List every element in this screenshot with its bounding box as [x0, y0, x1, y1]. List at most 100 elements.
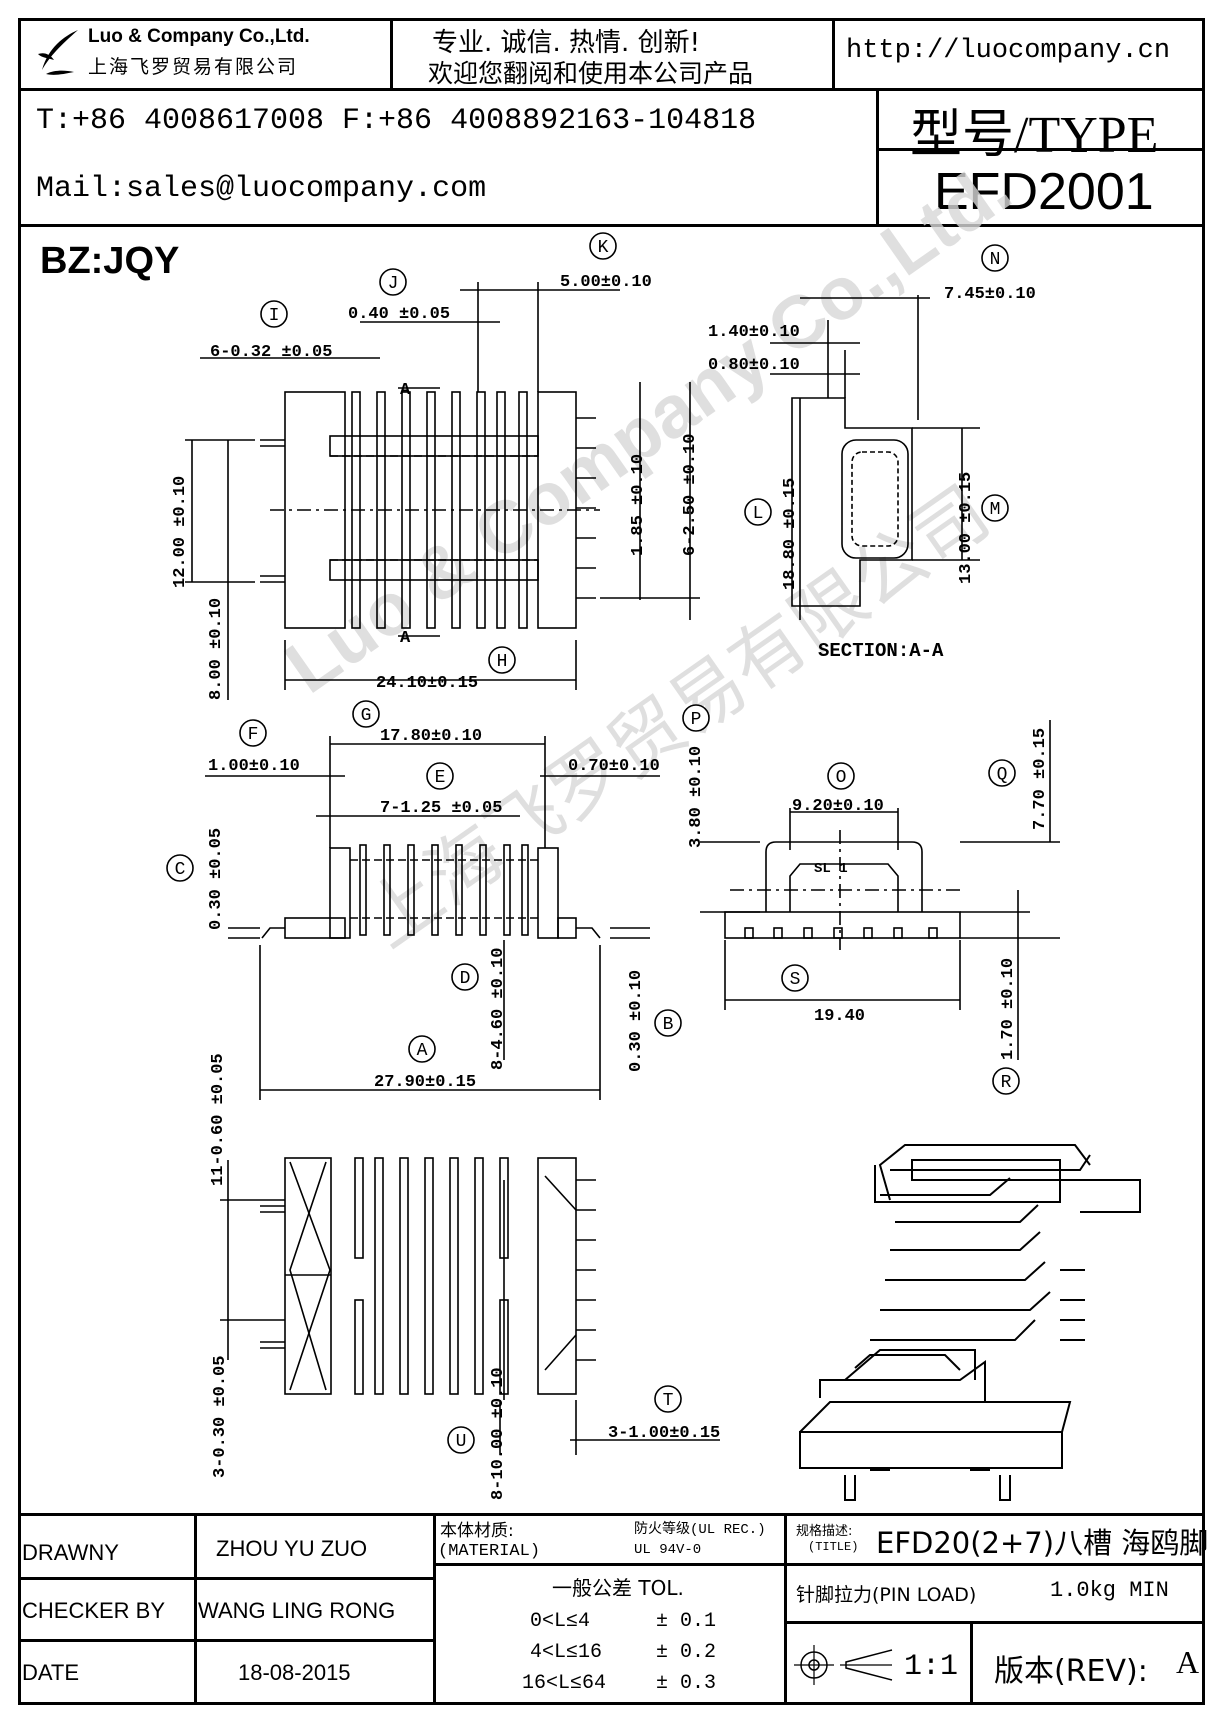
svg-text:A: A	[417, 1041, 428, 1061]
type-label: 型号/TYPE	[910, 107, 1159, 164]
pin-load-label: 针脚拉力(PIN LOAD)	[796, 1584, 977, 1606]
tol-value-3: ± 0.3	[656, 1672, 717, 1695]
balloon-F	[239, 719, 267, 747]
dim-A: 27.90±0.15	[374, 1073, 476, 1092]
dim-J: 0.40 ±0.05	[348, 305, 450, 324]
balloon-P	[682, 704, 710, 732]
balloon-B	[654, 1009, 682, 1037]
balloon-L	[744, 498, 772, 526]
svg-text:L: L	[753, 504, 764, 524]
dim-U: 8-10.00 ±0.10	[489, 1367, 508, 1500]
dim-n2: 0.80±0.10	[708, 356, 800, 375]
svg-text:B: B	[663, 1015, 674, 1035]
projection-symbol-icon	[794, 1645, 893, 1685]
balloon-U	[447, 1426, 475, 1454]
company-name-en: Luo & Company Co.,Ltd.	[88, 26, 310, 47]
svg-text:Q: Q	[997, 765, 1008, 785]
svg-text:U: U	[456, 1432, 467, 1452]
slogan-line-1: 专业. 诚信. 热情. 创新!	[432, 28, 701, 58]
dim-M: 13.00 ±0.15	[957, 472, 976, 584]
dim-T: 3-1.00±0.15	[608, 1424, 720, 1443]
dimension-labels: 6-0.32 ±0.05 0.40 ±0.05 5.00±0.10 7.45±0…	[171, 273, 1050, 1500]
type-value: EFD2001	[934, 163, 1154, 221]
balloon-S	[781, 964, 809, 992]
drawing-frame	[18, 18, 1205, 1705]
dim-G: 17.80±0.10	[380, 727, 482, 746]
svg-text:T: T	[663, 1391, 674, 1411]
svg-text:K: K	[598, 238, 609, 258]
balloons	[166, 232, 1020, 1454]
dim-O: 9.20±0.10	[792, 797, 884, 816]
svg-text:F: F	[248, 725, 259, 745]
title-label-en: (TITLE)	[808, 1540, 859, 1554]
front-view	[205, 736, 660, 1100]
company-name-cn: 上海飞罗贸易有限公司	[88, 56, 299, 78]
dim-g2: 0.70±0.10	[568, 757, 660, 776]
balloon-O	[827, 762, 855, 790]
dim-I: 6-0.32 ±0.05	[210, 343, 332, 362]
balloon-G	[352, 700, 380, 728]
pin-load-value: 1.0kg MIN	[1050, 1578, 1169, 1603]
top-view	[185, 282, 700, 700]
svg-text:E: E	[435, 768, 446, 788]
material-label-en: (MATERIAL)	[438, 1542, 541, 1561]
dim-v3: 3-0.30 ±0.05	[211, 1356, 230, 1478]
balloon-letters: I J K N L M H F G E C D A B P O Q S R T …	[175, 238, 1012, 1452]
revision-value: A	[1176, 1644, 1200, 1680]
balloon-R	[992, 1067, 1020, 1095]
svg-text:I: I	[269, 306, 280, 326]
date-value: 18-08-2015	[238, 1660, 351, 1685]
fire-rating-value: UL 94V-0	[634, 1542, 702, 1558]
balloon-A	[408, 1035, 436, 1063]
tol-value-1: ± 0.1	[656, 1610, 717, 1633]
svg-text:C: C	[175, 860, 186, 880]
svg-text:H: H	[497, 652, 508, 672]
tol-range-2: 4<L≤16	[530, 1641, 603, 1664]
dim-D: 8-4.60 ±0.10	[489, 948, 508, 1070]
tol-range-1: 0<L≤4	[530, 1610, 591, 1633]
revision-label: 版本(REV):	[994, 1654, 1148, 1689]
balloon-Q	[988, 759, 1016, 787]
svg-text:O: O	[836, 768, 847, 788]
phone-fax: T:+86 4008617008 F:+86 4008892163-104818	[36, 104, 757, 138]
svg-text:M: M	[990, 500, 1001, 520]
balloon-I	[260, 300, 288, 328]
email-link[interactable]: Mail:sales@luocompany.com	[36, 172, 487, 206]
dim-n1: 1.40±0.10	[708, 323, 800, 342]
title-label: 规格描述:	[796, 1524, 853, 1539]
svg-text:N: N	[990, 250, 1001, 270]
dim-sl: SL 1	[814, 861, 848, 877]
dim-P: 3.80 ±0.10	[687, 746, 706, 848]
drawn-label: DRAWNY	[22, 1540, 119, 1565]
tol-range-3: 16<L≤64	[522, 1672, 607, 1695]
dim-K: 5.00±0.10	[560, 273, 652, 292]
balloon-H	[488, 646, 516, 674]
dim-v12: 12.00 ±0.10	[171, 476, 190, 588]
bz-code: BZ:JQY	[40, 240, 180, 282]
dim-L: 18.80 ±0.15	[781, 478, 800, 590]
dim-v11: 11-0.60 ±0.05	[209, 1053, 228, 1186]
fire-rating-label: 防火等级(UL REC.)	[634, 1522, 766, 1538]
side-view	[700, 720, 1060, 1060]
website-link[interactable]: http://luocompany.cn	[846, 36, 1171, 66]
checker-value: WANG LING RONG	[198, 1598, 396, 1623]
dim-R: 1.70 ±0.10	[999, 958, 1018, 1060]
dim-C: 0.30 ±0.05	[207, 828, 226, 930]
dim-v8: 8.00 ±0.10	[207, 598, 226, 700]
balloon-E	[426, 762, 454, 790]
drawn-value: ZHOU YU ZUO	[216, 1536, 368, 1561]
svg-text:D: D	[460, 969, 471, 989]
balloon-K	[589, 232, 617, 260]
company-logo-icon	[38, 30, 78, 75]
balloon-M	[981, 494, 1009, 522]
svg-text:J: J	[388, 274, 399, 294]
svg-text:R: R	[1001, 1073, 1012, 1093]
svg-text:G: G	[361, 706, 372, 726]
dim-N: 7.45±0.10	[944, 285, 1036, 304]
bottom-view	[220, 1157, 720, 1455]
dim-H: 24.10±0.15	[376, 674, 478, 693]
section-mark-top: A	[400, 381, 411, 400]
balloon-D	[451, 963, 479, 991]
material-label: 本体材质:	[440, 1521, 514, 1541]
